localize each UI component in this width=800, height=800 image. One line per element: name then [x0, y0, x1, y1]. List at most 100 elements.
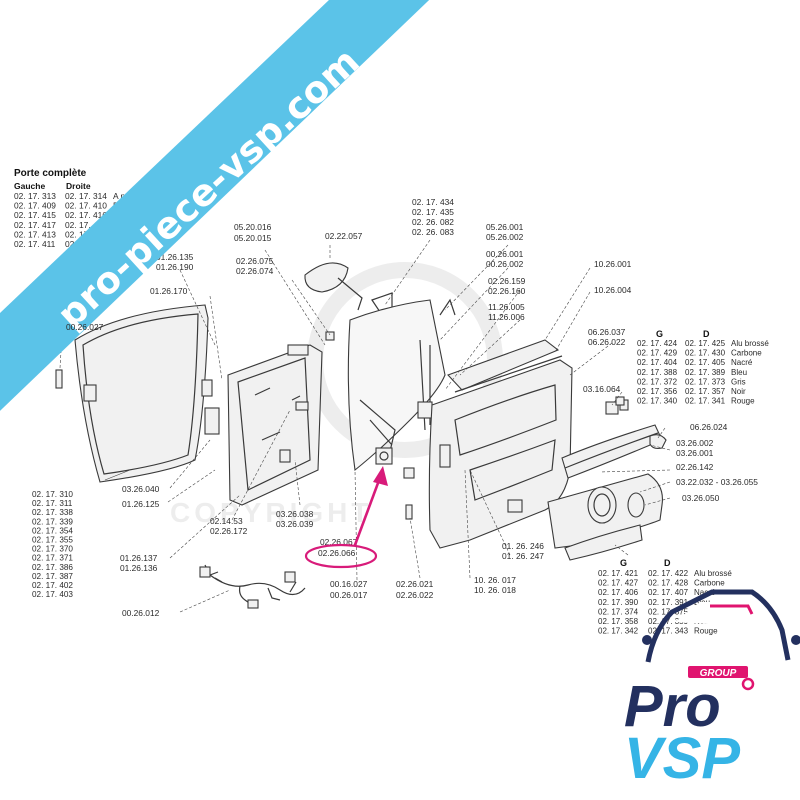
- small-parts-right: [605, 396, 667, 450]
- porte-gauche-ref: 02. 17. 413: [14, 229, 56, 239]
- trim-top-color: Alu brossé: [731, 339, 769, 348]
- speaker-grille: [547, 473, 663, 549]
- ref-05-20-016: 05.20.016: [234, 222, 272, 232]
- ref-10-26-017: 10. 26. 017: [474, 575, 516, 585]
- trim-bottom-g-ref: 02. 17. 421: [598, 569, 639, 578]
- side-mirror: [304, 262, 393, 313]
- porte-gauche-ref: 02. 17. 313: [14, 191, 56, 201]
- trim-bottom-d-ref: 02. 17. 359: [648, 617, 689, 626]
- inner-trim-panel: [428, 359, 573, 549]
- ref-10-26-001: 10.26.001: [594, 259, 632, 269]
- porte-droite-ref: 02. 17. 418: [65, 220, 107, 230]
- trim-bottom-g-ref: 02. 17. 406: [598, 588, 639, 597]
- window-seals: [439, 298, 563, 393]
- lower-trim-strip: [564, 524, 643, 561]
- trim-top-header-d: D: [703, 329, 710, 339]
- trim-top-g-ref: 02. 17. 356: [637, 387, 678, 396]
- trim-bottom-color: Alu brossé: [694, 569, 732, 578]
- trim-top-color: Carbone: [731, 349, 762, 358]
- ref-03-16-064: 03.16.064: [583, 384, 621, 394]
- watermark-text: COPYRIGHT: [170, 497, 372, 528]
- trim-bottom-g-ref: 02. 17. 342: [598, 627, 639, 636]
- porte-header-gauche: Gauche: [14, 181, 45, 191]
- ref-00-26-027: 00.26.027: [66, 322, 104, 332]
- ref-06-26-024: 06.26.024: [690, 422, 728, 432]
- trim-bottom-color: Nacré: [694, 588, 716, 597]
- trim-bottom-g-ref: 02. 17. 358: [598, 617, 639, 626]
- ref-02-26-160: 02.26.160: [488, 286, 526, 296]
- ref-01-26-246: 01. 26. 246: [502, 541, 544, 551]
- inner-door-frame: [204, 331, 335, 506]
- ref-01-26-170: 01.26.170: [150, 286, 188, 296]
- ref-11-26-005: 11.26.005: [488, 302, 525, 312]
- door-shell-ref: 02. 17. 402: [32, 581, 73, 590]
- ref-05-26-002: 05.26.002: [486, 232, 524, 242]
- logo-vsp-text: VSP: [624, 726, 740, 791]
- ref-10-26-004: 10.26.004: [594, 285, 632, 295]
- trim-bottom-g-ref: 02. 17. 427: [598, 579, 639, 588]
- porte-header-droite: Droite: [66, 181, 91, 191]
- trim-top-d-ref: 02. 17. 405: [685, 358, 726, 367]
- ref-03-22-range: 03.22.032 - 03.26.055: [676, 477, 758, 487]
- door-shell-ref: 02. 17. 403: [32, 590, 73, 599]
- ref-02-26-075: 02.26.075: [236, 256, 274, 266]
- ref-00-26-017: 00.26.017: [330, 590, 368, 600]
- trim-top-d-ref: 02. 17. 341: [685, 397, 726, 406]
- door-shell-ref: 02. 17. 370: [32, 545, 73, 554]
- trim-top-color: Rouge: [731, 397, 755, 406]
- door-shell-ref: 02. 17. 355: [32, 536, 73, 545]
- ref-02-26-074: 02.26.074: [236, 266, 274, 276]
- ref-02-26-067: 02.26.067: [320, 537, 358, 547]
- ref-02-26-159: 02.26.159: [488, 276, 526, 286]
- ref-02-17-435: 02. 17. 435: [412, 207, 454, 217]
- trim-bottom-d-ref: 02. 17. 422: [648, 569, 689, 578]
- logo-group-text: GROUP: [700, 668, 737, 679]
- trim-top-d-ref: 02. 17. 357: [685, 387, 726, 396]
- trim-bottom-header-g: G: [620, 558, 627, 568]
- trim-top-g-ref: 02. 17. 424: [637, 339, 678, 348]
- ref-02-26-021: 02.26.021: [396, 579, 434, 589]
- porte-gauche-ref: 02. 17. 411: [14, 239, 56, 249]
- ref-00-16-027: 00.16.027: [330, 579, 368, 589]
- door-shell-ref: 02. 17. 339: [32, 517, 73, 526]
- trim-bottom-d-ref: 02. 17. 428: [648, 579, 689, 588]
- trim-top-header-g: G: [656, 329, 663, 339]
- ref-06-26-037: 06.26.037: [588, 327, 626, 337]
- ref-02-26-066: 02.26.066: [318, 548, 356, 558]
- provsp-logo: GROUP Pro VSP: [624, 589, 800, 791]
- porte-complete-title: Porte complète: [14, 168, 87, 179]
- ref-03-26-039: 03.26.039: [276, 519, 314, 529]
- ref-02-26-083: 02. 26. 083: [412, 227, 454, 237]
- trim-bottom-d-ref: 02. 17. 343: [648, 627, 689, 636]
- trim-bottom-g-ref: 02. 17. 374: [598, 607, 639, 616]
- trim-top-d-ref: 02. 17. 430: [685, 349, 726, 358]
- trim-top-g-ref: 02. 17. 372: [637, 377, 678, 386]
- door-shell-ref: 02. 17. 354: [32, 526, 73, 535]
- trim-top-g-ref: 02. 17. 404: [637, 358, 678, 367]
- ref-03-26-001: 03.26.001: [676, 448, 714, 458]
- armrest-trim: [561, 424, 663, 479]
- trim-bottom-d-ref: 02. 17. 407: [648, 588, 689, 597]
- ref-01-26-137: 01.26.137: [120, 553, 158, 563]
- trim-bottom-color: Rouge: [694, 627, 718, 636]
- window-glass: [347, 299, 446, 472]
- porte-gauche-ref: 02. 17. 409: [14, 201, 56, 211]
- trim-top-d-ref: 02. 17. 373: [685, 377, 726, 386]
- trim-top-d-ref: 02. 17. 389: [685, 368, 726, 377]
- ref-01-26-247: 01. 26. 247: [502, 551, 544, 561]
- porte-gauche-ref: 02. 17. 417: [14, 220, 56, 230]
- ref-01-26-136: 01.26.136: [120, 563, 158, 573]
- ref-00-26-001: 00.26.001: [486, 249, 524, 259]
- ref-02-26-172: 02.26.172: [210, 526, 248, 536]
- door-shell-ref: 02. 17. 338: [32, 508, 73, 517]
- porte-gauche-ref: 02. 17. 415: [14, 210, 56, 220]
- trim-top-g-ref: 02. 17. 388: [637, 368, 678, 377]
- trim-top-color: Bleu: [731, 368, 747, 377]
- ref-02-26-022: 02.26.022: [396, 590, 434, 600]
- ref-03-26-040: 03.26.040: [122, 484, 160, 494]
- part-labels: 01.26.135 01.26.190 01.26.170 05.20.016 …: [120, 197, 758, 618]
- trim-top-g-ref: 02. 17. 429: [637, 349, 678, 358]
- ref-02-26-082: 02. 26. 082: [412, 217, 454, 227]
- highlight-02-26-066: [304, 466, 388, 569]
